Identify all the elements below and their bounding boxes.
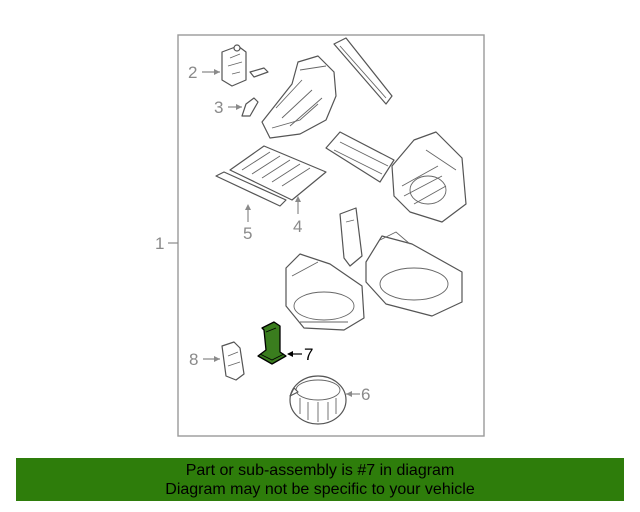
callout-8: 8	[189, 350, 220, 369]
part-6-blower-motor	[289, 375, 347, 425]
parts-diagram: 1 2 3 4	[155, 34, 485, 437]
callout-6: 6	[346, 385, 370, 404]
filter-gasket	[333, 37, 393, 105]
upper-duct	[261, 55, 337, 139]
callout-7-label: 7	[304, 345, 313, 364]
callout-8-label: 8	[189, 350, 198, 369]
part-2-actuator	[221, 44, 269, 87]
blower-housing-right	[365, 231, 463, 317]
assembly-frame	[177, 34, 485, 437]
info-banner: Part or sub-assembly is #7 in diagram Di…	[16, 458, 624, 501]
callout-3: 3	[214, 98, 242, 117]
duct-piece	[339, 207, 363, 267]
callout-4-label: 4	[293, 217, 302, 236]
callout-6-label: 6	[361, 385, 370, 404]
callout-2-label: 2	[188, 63, 197, 82]
blower-lower-case	[285, 253, 365, 331]
part-8-bracket	[221, 341, 245, 381]
callout-1-label: 1	[155, 234, 164, 253]
callout-7: 7	[287, 345, 313, 364]
callout-4: 4	[293, 196, 302, 236]
part-7-blower-resistor	[257, 321, 287, 365]
filter-door	[325, 131, 395, 183]
banner-line-2: Diagram may not be specific to your vehi…	[165, 480, 475, 498]
part-4-cabin-filter	[229, 145, 327, 201]
callout-3-label: 3	[214, 98, 223, 117]
callout-2: 2	[188, 63, 220, 82]
callout-1: 1	[155, 234, 178, 253]
banner-line-1: Part or sub-assembly is #7 in diagram	[185, 461, 455, 479]
part-5-filter-cover	[215, 171, 287, 207]
blower-scroll-upper	[391, 131, 467, 223]
part-3-clip	[241, 97, 259, 117]
callout-5: 5	[243, 204, 252, 243]
callout-5-label: 5	[243, 224, 252, 243]
